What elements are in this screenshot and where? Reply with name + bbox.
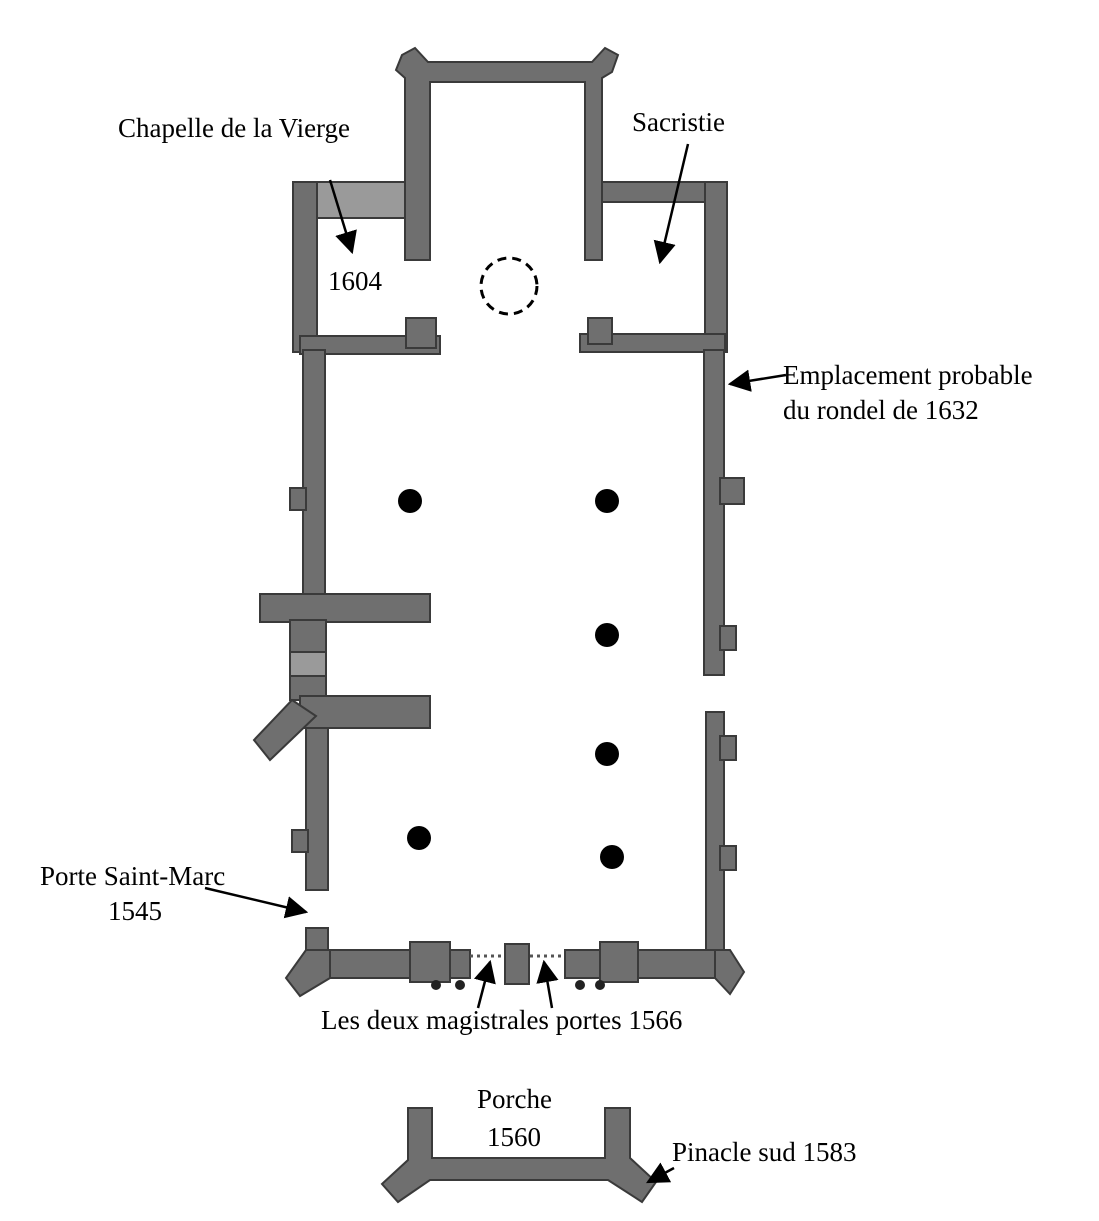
label-porche-2: 1560 — [487, 1122, 541, 1152]
annotation-arrows — [204, 143, 787, 1184]
label-porte-st-marc-2: 1545 — [108, 896, 162, 926]
label-porte-st-marc-1: Porte Saint-Marc — [40, 861, 225, 891]
label-pinacle: Pinacle sud 1583 — [672, 1137, 856, 1167]
label-emplacement-2: du rondel de 1632 — [783, 395, 979, 425]
pillar — [600, 845, 624, 869]
pillar — [407, 826, 431, 850]
label-emplacement-1: Emplacement probable — [783, 360, 1033, 390]
nave-right-wall — [703, 349, 745, 953]
nave-pillars — [398, 256, 624, 869]
choir-walls — [394, 46, 620, 261]
label-chapelle: Chapelle de la Vierge — [118, 113, 350, 143]
pillar — [595, 489, 619, 513]
label-porche-1: Porche — [477, 1084, 552, 1114]
nave-left-wall — [252, 349, 431, 957]
label-portes: Les deux magistrales portes 1566 — [321, 1005, 682, 1035]
pillar — [398, 489, 422, 513]
pillar — [595, 623, 619, 647]
crossing-pillar-dashed — [479, 256, 539, 316]
facade-wall — [284, 941, 746, 998]
chapelle-walls — [292, 181, 441, 355]
pillar — [595, 742, 619, 766]
label-chapelle-year: 1604 — [328, 266, 383, 296]
label-sacristie: Sacristie — [632, 107, 725, 137]
